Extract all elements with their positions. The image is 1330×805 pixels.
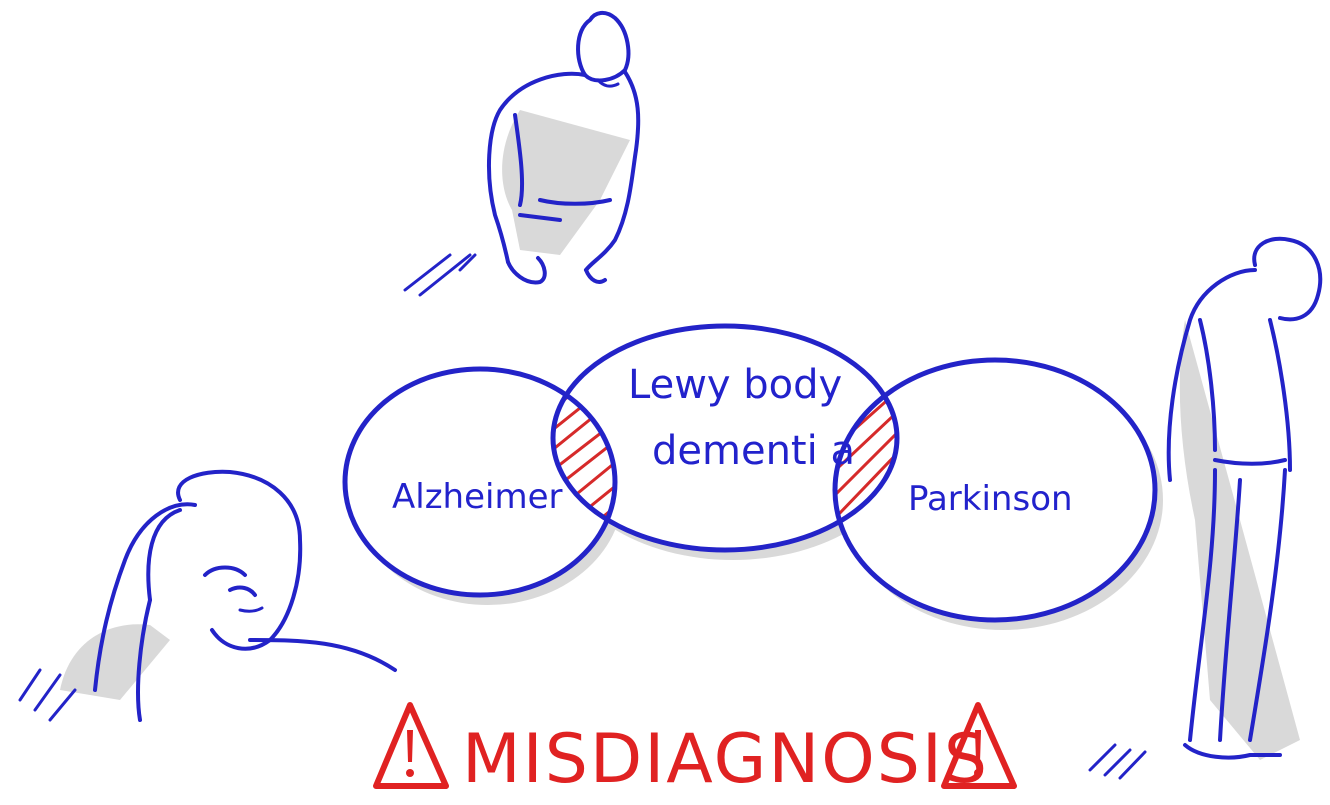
label-lewy-body-line2: dementi a [652, 428, 855, 474]
misdiagnosis-text: MISDIAGNOSIS [462, 720, 989, 799]
figure-leaning-man [405, 13, 638, 295]
venn-diagram: Alzheimer Lewy body dementi a Parkinson [345, 326, 1163, 630]
warning-banner: MISDIAGNOSIS [376, 705, 1014, 799]
label-alzheimer: Alzheimer [392, 477, 563, 517]
figure-man-headache [20, 472, 395, 720]
warning-triangle-icon [376, 705, 446, 786]
label-lewy-body-line1: Lewy body [628, 362, 842, 408]
label-parkinson: Parkinson [908, 479, 1073, 519]
